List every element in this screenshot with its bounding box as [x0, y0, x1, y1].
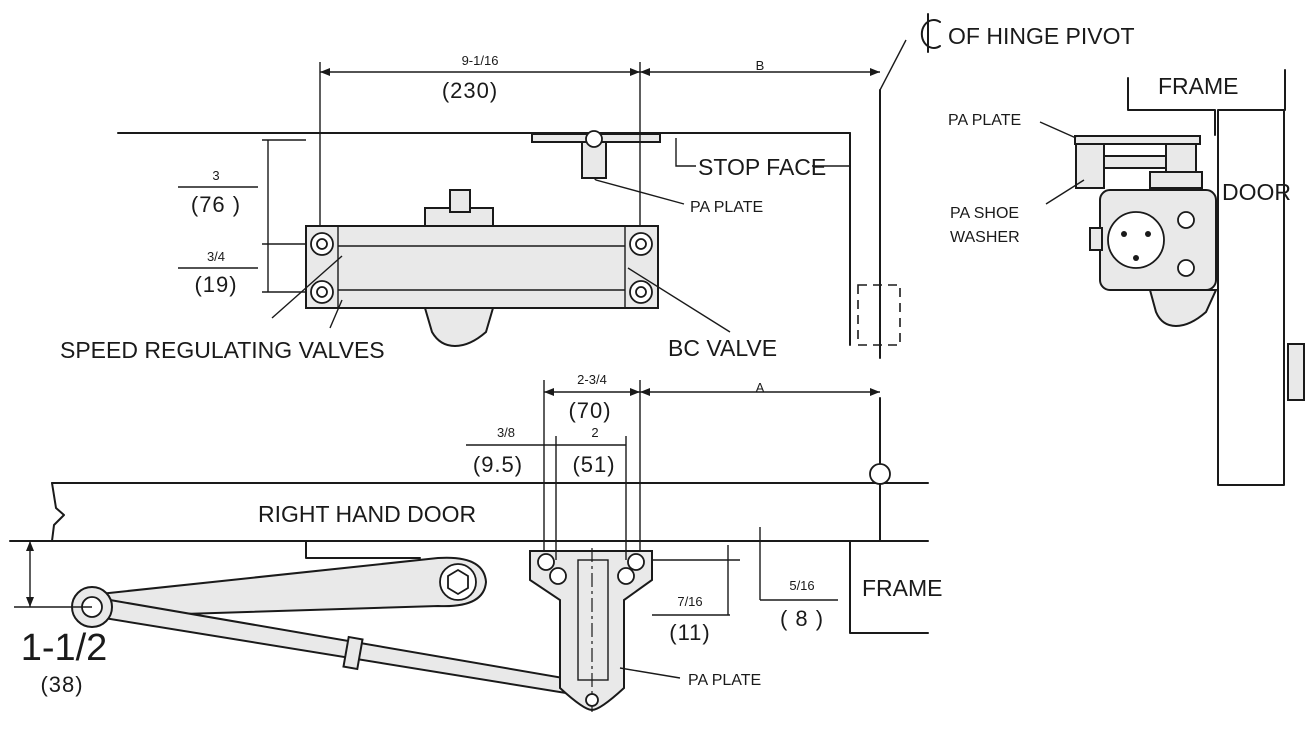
- label-hinge-pivot: OF HINGE PIVOT: [948, 23, 1135, 49]
- leader-speed-valve: [329, 299, 343, 329]
- dim-9-1-16-mm: (230): [442, 78, 498, 103]
- valve-screw: [316, 238, 328, 250]
- label-door: DOOR: [1222, 179, 1291, 205]
- side-screw: [1177, 259, 1195, 277]
- leader-bc-valve: [627, 267, 731, 333]
- valve-screw: [635, 238, 647, 250]
- dim-3-4-in: 3/4: [207, 249, 225, 264]
- side-view: FRAME DOOR PA PLATE PA SHOE WASHER: [948, 69, 1305, 486]
- closer-end-tab: [1089, 227, 1103, 251]
- closer-body: [305, 225, 659, 309]
- hex-spindle: [447, 568, 469, 596]
- leader-pa-shoe: [1045, 179, 1085, 205]
- dim-b: B: [756, 58, 765, 73]
- hinge-outline: [857, 284, 901, 346]
- door-hardware-side: [1287, 343, 1305, 401]
- leader-pa-plate-side: [1039, 121, 1077, 139]
- dim-1-1-2-mm: (38): [40, 672, 83, 697]
- dim-3-8-in: 3/8: [497, 425, 515, 440]
- closer-plan-outline: [305, 540, 421, 559]
- dim-a: A: [756, 380, 765, 395]
- forearm: [102, 598, 577, 696]
- arm-side: [1103, 155, 1173, 169]
- dim-1-1-2-in: 1-1/2: [21, 627, 108, 669]
- dim-7-16-in: 7/16: [677, 594, 702, 609]
- cap-dot: [1133, 255, 1139, 261]
- pa-plate-side: [1074, 135, 1201, 145]
- hinge-pivot-leader: [879, 39, 907, 91]
- centerline-symbol-icon: [920, 13, 941, 53]
- dim-3-8-mm: (9.5): [473, 452, 523, 477]
- door-side-edge: [1217, 109, 1285, 486]
- dim-3-in: 3: [212, 168, 219, 183]
- dim-3-4-mm: (19): [194, 272, 237, 297]
- label-speed-valves: SPEED REGULATING VALVES: [60, 337, 385, 363]
- closer-bottom-cap: [423, 307, 495, 348]
- dim-3-mm: (76 ): [191, 192, 241, 217]
- dim-2-mm: (51): [572, 452, 615, 477]
- label-pa-plate-top: PA PLATE: [690, 199, 763, 216]
- label-frame-top: FRAME: [1158, 73, 1239, 99]
- leader-pa-plate: [593, 177, 685, 205]
- pa-screw: [537, 553, 555, 571]
- valve-screw: [635, 286, 647, 298]
- forearm-adjuster: [342, 635, 364, 671]
- label-washer: WASHER: [950, 229, 1020, 246]
- leader-speed-valve: [271, 255, 343, 319]
- leader-pa-plate-plan: [619, 667, 681, 679]
- door-break: [51, 482, 65, 542]
- pa-screw: [549, 567, 567, 585]
- dim-9-1-16-in: 9-1/16: [462, 53, 499, 68]
- pa-screw: [627, 553, 645, 571]
- closer-bottom-side: [1148, 289, 1218, 328]
- plan-view: 2-3/4 (70) A 3/8 (9.5) 2 (51) 7/16 (11) …: [9, 372, 943, 712]
- dim-2-3-4-in: 2-3/4: [577, 372, 607, 387]
- frame-side: [1127, 77, 1216, 136]
- pa-screw: [585, 693, 599, 707]
- label-pa-plate-side: PA PLATE: [948, 112, 1021, 129]
- pa-shoe-plan: [577, 559, 609, 681]
- leader-stop-face: [675, 138, 696, 167]
- closer-end-cap: [1107, 211, 1165, 269]
- hinge-pivot-plan: [869, 463, 891, 485]
- pa-bolt-top: [585, 130, 603, 148]
- frame-plan: [849, 540, 929, 634]
- dim-5-16-in: 5/16: [789, 578, 814, 593]
- cap-dot: [1145, 231, 1151, 237]
- dim-2-3-4-mm: (70): [568, 398, 611, 423]
- label-pa-shoe: PA SHOE: [950, 205, 1019, 222]
- spindle-side: [1149, 171, 1203, 189]
- label-frame-bottom: FRAME: [862, 575, 943, 601]
- dim-2-in: 2: [591, 425, 598, 440]
- top-view: 9-1/16 (230) B 3 (76 ) 3/4 (19) OF HINGE…: [60, 13, 1135, 363]
- label-pa-plate-bottom: PA PLATE: [688, 672, 761, 689]
- label-bc-valve: BC VALVE: [668, 335, 777, 361]
- pa-shoe-side: [1075, 143, 1105, 189]
- valve-screw: [316, 286, 328, 298]
- dim-7-16-mm: (11): [669, 620, 711, 645]
- main-arm: [87, 556, 488, 618]
- arm-knuckle-side: [1165, 143, 1197, 173]
- label-stop-face: STOP FACE: [698, 154, 826, 180]
- dim-5-16-mm: ( 8 ): [780, 606, 824, 631]
- cap-dot: [1121, 231, 1127, 237]
- pa-screw: [617, 567, 635, 585]
- closer-spindle: [449, 189, 471, 213]
- label-right-hand-door: RIGHT HAND DOOR: [258, 501, 476, 527]
- side-screw: [1177, 211, 1195, 229]
